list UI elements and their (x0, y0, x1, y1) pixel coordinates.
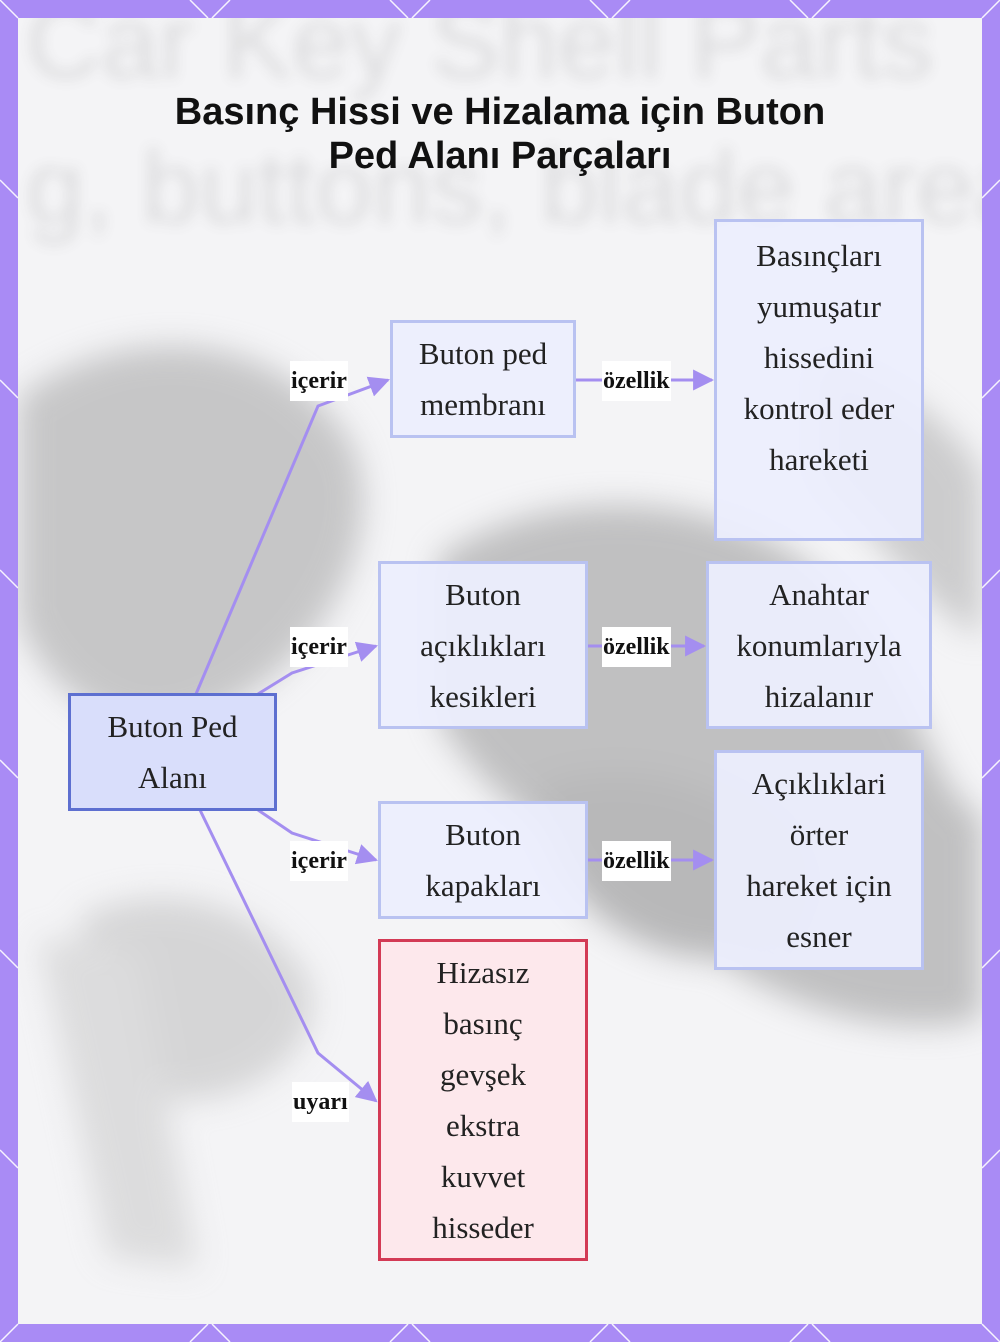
background-text-line-1: Car Key Shell Parts (26, 18, 933, 101)
edge-label-icerir-1: içerir (290, 361, 348, 401)
node-buton-ped-membrani-label: Buton ped membranı (418, 336, 548, 422)
node-caps-property[interactable]: Açıklıklari örter hareket için esner (714, 750, 924, 970)
edge-label-ozellik-3: özellik (602, 841, 671, 881)
node-buton-kapaklari-label: Buton kapakları (425, 817, 541, 903)
node-buton-kapaklari[interactable]: Buton kapakları (378, 801, 588, 919)
node-buton-ped-alani-label: Buton Ped Alanı (107, 709, 238, 795)
node-membrane-property-label: Basınçları yumuşatır hissedini kontrol e… (743, 238, 895, 477)
edge-label-ozellik-1: özellik (602, 361, 671, 401)
node-buton-acikliklari-kesikleri[interactable]: Buton açıklıkları kesikleri (378, 561, 588, 729)
edge-label-icerir-3: içerir (290, 841, 348, 881)
title-line-2: Ped Alanı Parçaları (328, 135, 672, 177)
edge-label-ozellik-2: özellik (602, 627, 671, 667)
node-buton-ped-alani[interactable]: Buton Ped Alanı (68, 693, 277, 811)
node-warning-label: Hizasız basınç gevşek ekstra kuvvet hiss… (432, 955, 534, 1245)
node-caps-property-label: Açıklıklari örter hareket için esner (746, 766, 892, 954)
edge-label-icerir-2: içerir (290, 627, 348, 667)
node-cutouts-property[interactable]: Anahtar konumlarıyla hizalanır (706, 561, 932, 729)
edge-root-warning (198, 809, 378, 1103)
node-cutouts-property-label: Anahtar konumlarıyla hizalanır (736, 576, 902, 714)
diagram-canvas: Car Key Shell Parts g, buttons, blade ar… (18, 18, 982, 1324)
node-buton-acikliklari-kesikleri-label: Buton açıklıkları kesikleri (420, 576, 546, 714)
diagram-title: Basınç Hissi ve Hizalama için Buton Ped … (18, 90, 982, 178)
node-membrane-property[interactable]: Basınçları yumuşatır hissedini kontrol e… (714, 219, 924, 541)
edge-label-uyari: uyarı (292, 1082, 349, 1122)
edge-root-membrane (194, 376, 390, 695)
edge-root-caps (257, 808, 378, 865)
node-warning[interactable]: Hizasız basınç gevşek ekstra kuvvet hiss… (378, 939, 588, 1261)
edge-root-cutouts (257, 641, 378, 696)
title-line-1: Basınç Hissi ve Hizalama için Buton (174, 91, 826, 133)
node-buton-ped-membrani[interactable]: Buton ped membranı (390, 320, 576, 438)
